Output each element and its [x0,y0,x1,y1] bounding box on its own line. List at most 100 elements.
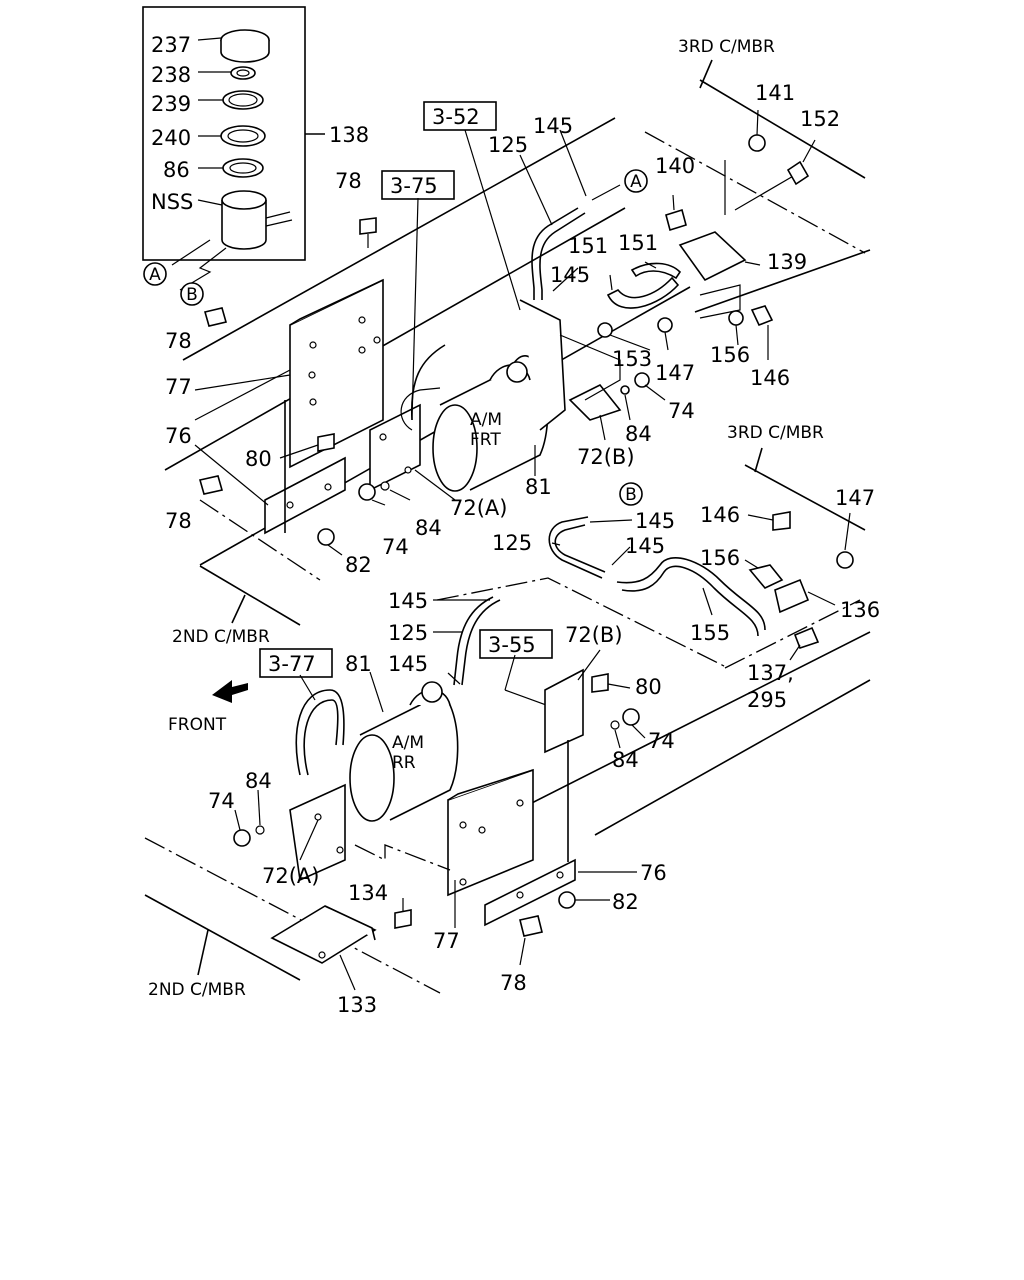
member-label-3rd-mid: 3RD C/MBR [727,423,824,443]
member-label-2nd-mid: 2ND C/MBR [172,627,270,647]
tank-rear-line1: A/M [392,733,424,753]
callout-155: 155 [690,621,730,645]
member-label-2nd-bottom: 2ND C/MBR [148,980,246,1000]
callout-84: 84 [612,748,639,772]
callout-151: 151 [568,234,608,258]
callout-136: 136 [840,598,880,622]
callout-78: 78 [335,169,362,193]
callout-74: 74 [208,789,235,813]
ref-box-3-75 [381,170,455,200]
callout-81: 81 [525,475,552,499]
ref-box-3-55 [479,629,553,659]
plate-133 [270,905,377,964]
marker-a-top: A [630,172,642,192]
upper-fasteners [198,217,390,546]
callout-80: 80 [635,675,662,699]
inset-group-138: 138 [329,123,369,147]
callout-137: 137, [747,661,794,685]
callout-145: 145 [635,509,675,533]
leader-lines [194,109,851,991]
callout-295: 295 [747,688,787,712]
callout-147: 147 [835,486,875,510]
callout-152: 152 [800,107,840,131]
callout-78: 78 [500,971,527,995]
callout-147: 147 [655,361,695,385]
middle-piping [436,511,861,669]
inset-label-86: 86 [163,158,190,182]
ref-box-3-52 [423,101,497,131]
inset-label-238: 238 [151,63,191,87]
callout-145: 145 [625,534,665,558]
marker-b-inset: B [186,285,198,305]
callout-156: 156 [700,546,740,570]
callout-153: 153 [612,347,652,371]
inset-label-nss: NSS [151,190,193,214]
rear-air-tank [289,681,561,882]
callout-145: 145 [533,114,573,138]
marker-a-top-circle [624,169,648,193]
callout-84: 84 [245,769,272,793]
callout-80: 80 [245,447,272,471]
ref-3-52: 3-52 [432,105,480,129]
tank-front-line2: FRT [470,430,501,450]
marker-b-mid-circle [619,482,643,506]
ref-3-77: 3-77 [268,652,316,676]
callout-145: 145 [388,589,428,613]
callout-82: 82 [612,890,639,914]
ref-3-75: 3-75 [390,174,438,198]
callout-84: 84 [625,422,652,446]
callout-156: 156 [710,343,750,367]
callout-141: 141 [755,81,795,105]
callout-76: 76 [640,861,667,885]
callout-76: 76 [165,424,192,448]
rear-bracket-139 [597,134,810,395]
callout-78: 78 [165,509,192,533]
callout-82: 82 [345,553,372,577]
marker-a-inset-circle [143,262,167,286]
callout-125: 125 [388,621,428,645]
callout-78: 78 [165,329,192,353]
callout-133: 133 [337,993,377,1017]
callout-145: 145 [550,263,590,287]
callout-labels: 78 78 77 76 80 78 82 74 84 72(A) 81 72(B… [165,81,880,1017]
callout-72b: 72(B) [565,623,623,647]
callout-146: 146 [700,503,740,527]
callout-134: 134 [348,881,388,905]
upper-bracket-77 [264,278,384,535]
front-air-tank [369,299,622,492]
inset-label-240: 240 [151,126,191,150]
callout-81: 81 [345,652,372,676]
ref-3-55: 3-55 [488,633,536,657]
callout-72a: 72(A) [450,496,507,520]
inset-label-239: 239 [151,92,191,116]
callout-139: 139 [767,250,807,274]
member-label-3rd-top: 3RD C/MBR [678,37,775,57]
front-arrow-icon [212,680,248,703]
inset-label-237: 237 [151,33,191,57]
callout-125: 125 [492,531,532,555]
callout-146: 146 [750,366,790,390]
tank-rear-line2: RR [392,753,416,773]
front-label: FRONT [168,715,227,735]
callout-77: 77 [433,929,460,953]
marker-b-mid: B [625,485,637,505]
lower-bracket-77 [354,668,584,927]
tank-front-line1: A/M [470,410,502,430]
lower-fasteners [233,673,640,937]
callout-72b: 72(B) [577,445,635,469]
callout-140: 140 [655,154,695,178]
ref-box-3-77 [259,648,333,678]
callout-151: 151 [618,231,658,255]
callout-84: 84 [415,516,442,540]
callout-72a: 72(A) [262,864,319,888]
callout-74: 74 [648,729,675,753]
callout-145: 145 [388,652,428,676]
callout-74: 74 [668,399,695,423]
callout-77: 77 [165,375,192,399]
marker-a-inset: A [149,265,161,285]
marker-b-inset-circle [180,282,204,306]
inset-exploded-view [142,6,325,291]
callout-74: 74 [382,535,409,559]
callout-125: 125 [488,133,528,157]
